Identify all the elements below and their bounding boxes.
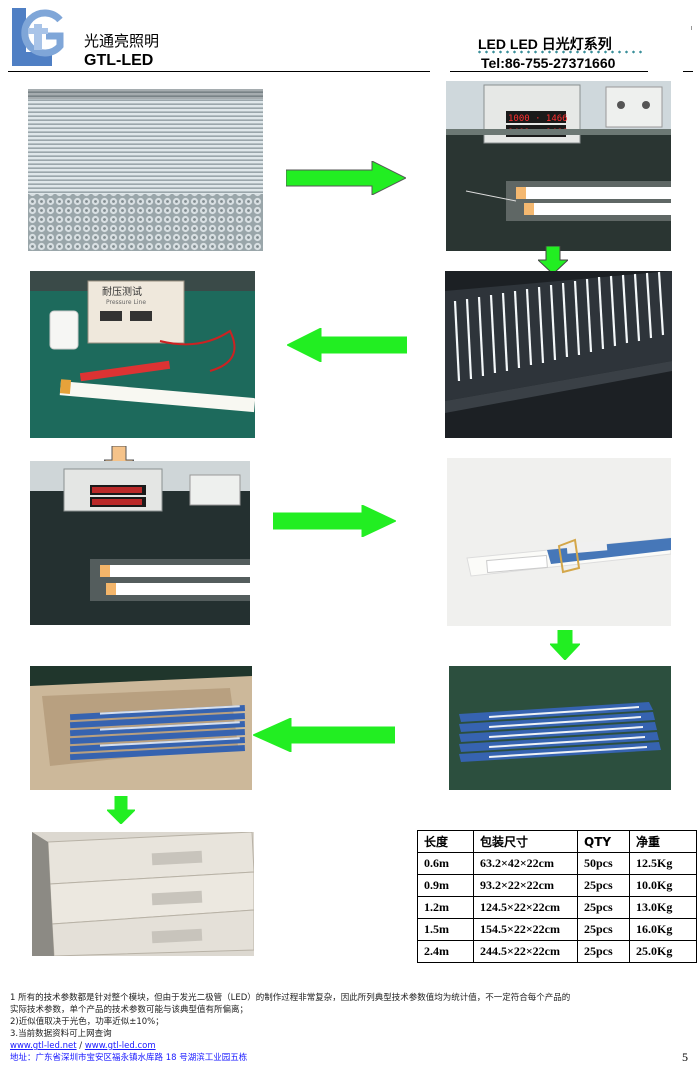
gtl-logo <box>8 6 68 70</box>
tester-display-top: 1000 · 1466 <box>508 114 568 124</box>
table-row: 0.6m 63.2×42×22cm 50pcs 12.5Kg <box>417 852 697 875</box>
product-series-title: LED LED 日光灯系列 <box>478 36 612 52</box>
cell-qty: 25pcs <box>577 918 630 941</box>
photo-tester-lit-tubes: 1000 · 1466 1409 · 1466 <box>446 81 671 251</box>
footnote-3: 3.当前数据资料可上网查询 <box>10 1029 112 1039</box>
hipot-title: 耐压测试 <box>102 285 142 298</box>
photo-aging-rack <box>445 271 672 438</box>
header-rule-left <box>8 71 430 72</box>
table-header-row: 长度 包装尺寸 QTY 净重 <box>417 830 697 853</box>
arrow-down-1 <box>536 245 570 278</box>
arrow-down-3 <box>105 795 137 828</box>
table-row: 0.9m 93.2×22×22cm 25pcs 10.0Kg <box>417 874 697 897</box>
photo-boxed-tubes <box>449 666 671 790</box>
arrow-right-1 <box>285 160 408 199</box>
header-length: 长度 <box>417 830 474 853</box>
photo-stacked-cartons <box>32 832 254 956</box>
table-row: 1.2m 124.5×22×22cm 25pcs 13.0Kg <box>417 896 697 919</box>
arrow-down-2 <box>548 629 582 664</box>
cell-length: 0.9m <box>417 874 474 897</box>
page-number: 5 <box>682 1050 688 1064</box>
photo-hipot-test: 耐压测试 Pressure Line <box>30 271 255 438</box>
cell-package-size: 244.5×22×22cm <box>473 940 578 963</box>
cell-length: 1.2m <box>417 896 474 919</box>
cell-qty: 25pcs <box>577 874 630 897</box>
header-package-size: 包装尺寸 <box>473 830 578 853</box>
company-address: 地址：广东省深圳市宝安区福永镇水库路 18 号湖滨工业园五栋 <box>10 1053 248 1063</box>
footnote-2: 2)近似值取决于光色，功率近似±10%； <box>10 1017 164 1027</box>
cell-length: 2.4m <box>417 940 474 963</box>
cell-package-size: 93.2×22×22cm <box>473 874 578 897</box>
brand-name-chinese: 光通亮照明 <box>84 32 160 50</box>
dotted-divider <box>476 50 646 54</box>
header-net-weight: 净重 <box>629 830 697 853</box>
cell-length: 1.5m <box>417 918 474 941</box>
cell-net-weight: 13.0Kg <box>629 896 697 919</box>
header-tick-small <box>691 26 692 30</box>
arrow-left-2 <box>251 717 396 756</box>
cell-length: 0.6m <box>417 852 474 875</box>
cell-net-weight: 25.0Kg <box>629 940 697 963</box>
cell-net-weight: 12.5Kg <box>629 852 697 875</box>
photo-tube-measure <box>447 458 671 626</box>
table-row: 2.4m 244.5×22×22cm 25pcs 25.0Kg <box>417 940 697 963</box>
cell-package-size: 124.5×22×22cm <box>473 896 578 919</box>
hipot-subtitle: Pressure Line <box>106 299 146 306</box>
header-tick <box>683 71 693 72</box>
packing-spec-table: 长度 包装尺寸 QTY 净重 0.6m 63.2×42×22cm 50pcs 1… <box>417 830 697 963</box>
cell-qty: 25pcs <box>577 940 630 963</box>
cell-net-weight: 16.0Kg <box>629 918 697 941</box>
link-separator: / <box>76 1041 85 1051</box>
header-rule-right <box>450 71 648 72</box>
photo-tester-lit-tubes-2 <box>30 461 250 625</box>
telephone: Tel:86-755-27371660 <box>481 55 616 71</box>
cell-qty: 50pcs <box>577 852 630 875</box>
cell-package-size: 154.5×22×22cm <box>473 918 578 941</box>
cell-package-size: 63.2×42×22cm <box>473 852 578 875</box>
header-qty: QTY <box>577 830 630 853</box>
website-links: www.gtl-led.net / www.gtl-led.com <box>10 1041 156 1052</box>
cell-net-weight: 10.0Kg <box>629 874 697 897</box>
footnote-1-cont: 实际技术参数，单个产品的技术参数可能与该典型值有所偏离； <box>10 1005 249 1015</box>
footnote-1: 1 所有的技术参数都是针对整个模块，但由于发光二极管（LED）的制作过程非常复杂… <box>10 993 571 1003</box>
table-row: 1.5m 154.5×22×22cm 25pcs 16.0Kg <box>417 918 697 941</box>
arrow-right-2 <box>272 504 398 541</box>
photo-tube-stack <box>28 89 263 251</box>
brand-name-english: GTL-LED <box>84 52 154 69</box>
website-link-net[interactable]: www.gtl-led.net <box>10 1041 77 1051</box>
photo-packing-box <box>30 666 252 790</box>
cell-qty: 25pcs <box>577 896 630 919</box>
arrow-left-1 <box>285 327 408 366</box>
website-link-com[interactable]: www.gtl-led.com <box>84 1041 156 1051</box>
